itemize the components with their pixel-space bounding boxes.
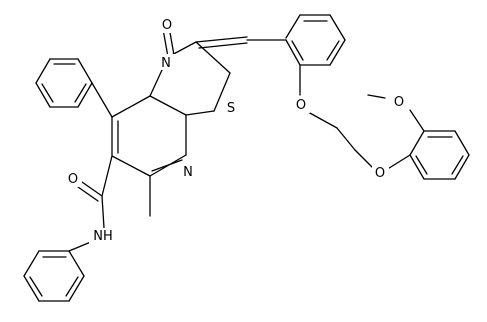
ring-nitrogen-label: N	[161, 56, 171, 71]
amide-oxygen-label: O	[68, 172, 78, 187]
ketone-oxygen-label: O	[162, 18, 172, 33]
bond-amide-co-1	[81, 181, 103, 197]
bond-ketone-1	[162, 28, 169, 58]
sulfur-label: S	[227, 101, 235, 116]
thiazolidinone-ring	[149, 41, 231, 116]
benzylidene-ring	[285, 14, 346, 66]
bond-methoxy-o	[409, 109, 425, 132]
pyrimidine-ring	[111, 95, 187, 177]
bond-exocyclic-2	[198, 42, 248, 49]
ether-oxygen-1-label: O	[296, 98, 306, 113]
bond-ch2-o2	[354, 149, 376, 171]
bond-o1-ch2	[307, 111, 338, 129]
bond-phenyl-to-c5	[91, 82, 113, 118]
methoxyphenyl-ring	[409, 130, 470, 180]
ether-oxygen-2-label: O	[375, 166, 385, 181]
bond-exocyclic-1	[195, 36, 248, 43]
amide-nh-label: NH	[93, 229, 113, 244]
bond-methoxy-methyl	[367, 94, 386, 99]
bond-o2-ring	[385, 154, 411, 171]
methoxy-oxygen-label: O	[394, 95, 404, 110]
bond-ch2-ch2	[336, 127, 356, 151]
bond-amide-co-2	[77, 186, 99, 202]
phenyl-ring-upper	[35, 58, 93, 108]
bond-amide-cn	[101, 195, 105, 229]
phenyl-ring-lower	[23, 250, 85, 302]
imine-nitrogen-label: N	[183, 165, 193, 180]
bond-c6-carbonyl	[101, 155, 113, 197]
